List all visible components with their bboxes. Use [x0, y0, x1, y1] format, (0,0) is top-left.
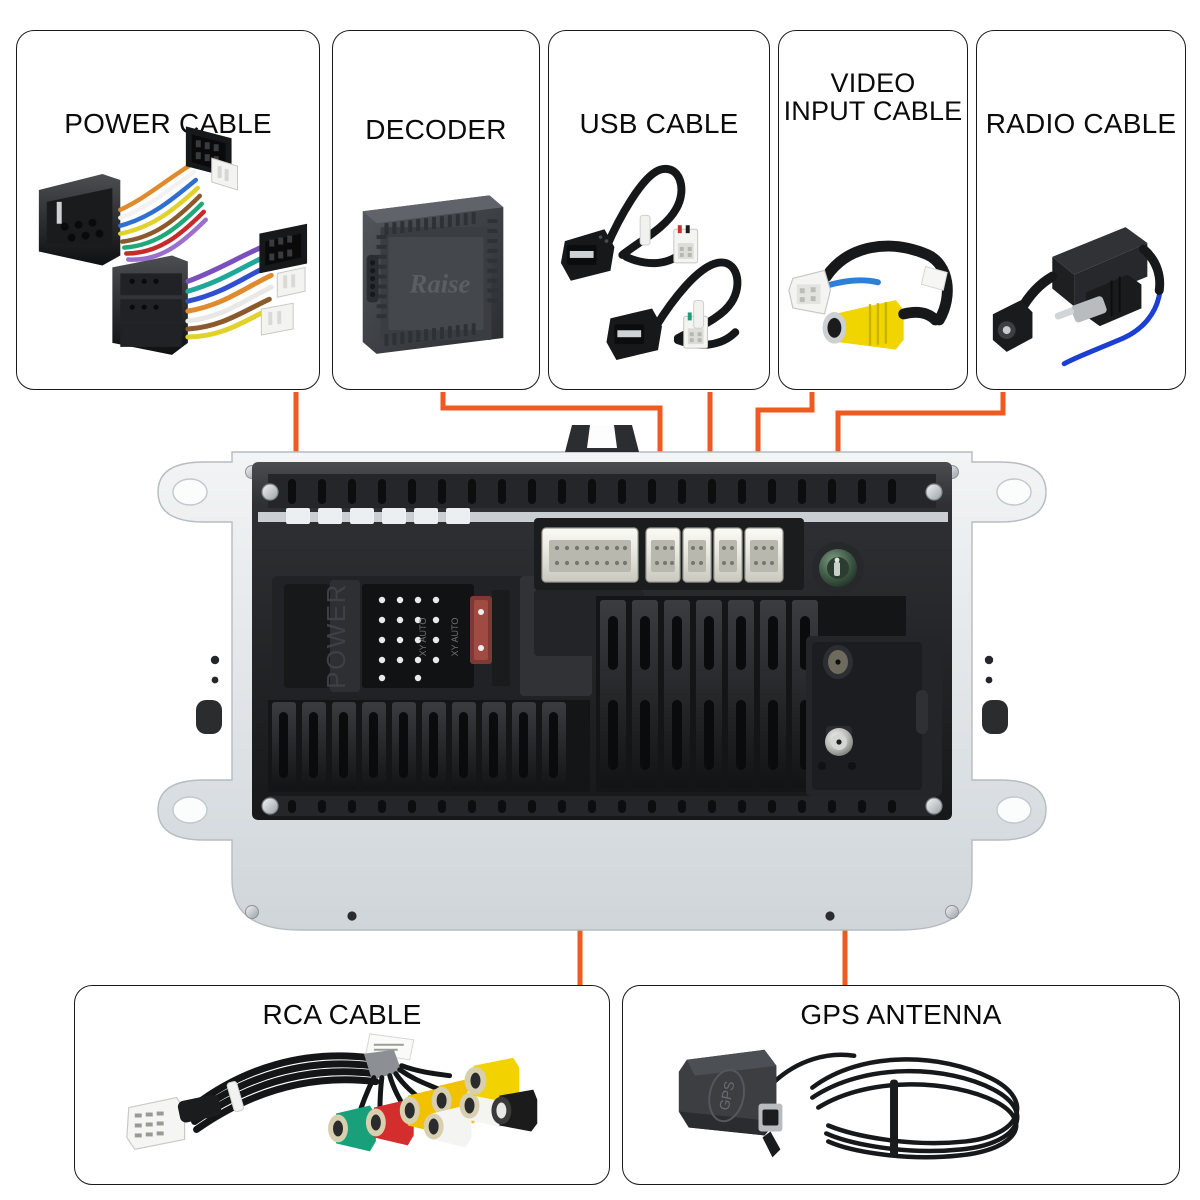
upper-silver-strip	[258, 508, 948, 524]
art-usb-cable	[560, 164, 742, 360]
panel-usb-cable[interactable]: USB CABLE	[548, 30, 770, 390]
lead-usb-b	[710, 517, 718, 543]
plug-white-upper	[211, 157, 239, 191]
usb-plug-lower	[606, 308, 662, 360]
bottom-vent-row	[261, 796, 943, 816]
panel-radio-cable[interactable]: RADIO CABLE	[976, 30, 1186, 390]
rca-connector-black	[491, 1089, 538, 1132]
lead-radio-cable	[835, 392, 1006, 555]
decoder-box: Raise	[362, 195, 504, 354]
gps-puck: GPS	[678, 1049, 777, 1136]
video-yellow-rca	[822, 300, 941, 350]
panel-title-radio-cable: RADIO CABLE	[985, 108, 1177, 139]
plug-right	[259, 223, 308, 274]
panel-title-usb-cable: USB CABLE	[579, 108, 739, 139]
dot-radio-cable	[827, 544, 849, 566]
dot-decoder	[569, 566, 591, 588]
rca-connector-white-1	[423, 1105, 472, 1148]
panel-title-video-input-cable: VIDEO INPUT CABLE	[783, 68, 963, 127]
gps-connector	[758, 1103, 783, 1158]
heatsink-fins	[596, 596, 906, 792]
lead-usb-a	[683, 392, 713, 543]
heatsink-fins-left	[268, 700, 590, 792]
usb-plug-upper	[560, 229, 615, 281]
art-gps-antenna: GPS	[678, 1049, 1020, 1160]
plug-white-right	[276, 266, 306, 298]
svg-text:XY AUTO: XY AUTO	[418, 618, 428, 657]
iso-connector-lower	[112, 255, 188, 355]
art-rca-cable	[126, 1033, 538, 1152]
cable-tag	[920, 265, 948, 291]
cable-tie-upper	[639, 214, 651, 246]
chassis-screw-tl	[261, 483, 279, 501]
dot-usb-a	[649, 532, 671, 554]
antenna-module	[806, 636, 942, 796]
device-chassis	[252, 462, 952, 820]
rca-connector-yellow-3	[464, 1057, 520, 1104]
panel-power-cable[interactable]: POWER CABLE	[16, 30, 320, 390]
socket-usb-c	[713, 527, 743, 583]
art-decoder: Raise	[362, 195, 504, 354]
video-cable-lead	[821, 240, 953, 326]
vent-slits-top	[288, 479, 896, 504]
lead-video-input	[755, 392, 815, 543]
art-power-cable	[38, 126, 308, 355]
svg-text:XY AUTO: XY AUTO	[450, 618, 460, 657]
rca-cable-tie	[226, 1081, 245, 1113]
iso-connector-left	[38, 174, 121, 266]
socket-gps-antenna	[825, 726, 853, 756]
svg-text:POWER: POWER	[321, 583, 351, 689]
panel-title-gps-antenna: GPS ANTENNA	[800, 999, 1002, 1030]
gps-cable-tie	[890, 1079, 899, 1158]
socket-usb-b	[682, 527, 712, 583]
video-white-plug	[788, 269, 832, 315]
art-video-input-cable	[788, 240, 953, 350]
video-cable-blue-wire	[821, 277, 881, 290]
dot-video-input	[747, 532, 769, 554]
dot-usb-c	[704, 532, 726, 554]
dot-gps-antenna	[834, 751, 856, 773]
rca-splitter	[363, 1049, 402, 1080]
lead-power-cable	[293, 392, 404, 637]
panel-video-input-cable[interactable]: VIDEO INPUT CABLE	[778, 30, 968, 390]
connector-bank	[534, 518, 804, 656]
dot-power-cable	[393, 623, 415, 645]
socket-aux-coax	[823, 645, 853, 679]
cable-tie-lower	[693, 300, 705, 329]
top-notch-tab	[565, 425, 639, 452]
radio-fakra-plug	[992, 300, 1033, 352]
radio-din-plug	[1054, 274, 1142, 327]
panel-rca-cable[interactable]: RCA CABLE	[74, 985, 610, 1185]
panel-title-power-cable: POWER CABLE	[64, 108, 272, 139]
panel-decoder[interactable]: DECODER	[332, 30, 540, 390]
lead-decoder	[440, 392, 663, 543]
usb-white-plug-upper	[673, 225, 699, 264]
panel-title-rca-cable: RCA CABLE	[262, 999, 422, 1030]
dot-usb-b	[675, 532, 697, 554]
chassis-screw-tr	[925, 483, 943, 501]
socket-radio-antenna	[812, 542, 864, 594]
panel-gps-antenna[interactable]: GPS ANTENNA GPS	[622, 985, 1180, 1185]
socket-video-input	[744, 527, 784, 583]
rca-white-plug	[126, 1096, 186, 1151]
decoder-brand-text: Raise	[409, 268, 471, 298]
mounting-bracket	[157, 451, 1047, 931]
plug-white-right2	[260, 302, 294, 336]
art-radio-cable	[992, 227, 1165, 367]
rca-connector-green	[328, 1105, 376, 1152]
top-vent-row	[268, 474, 936, 508]
socket-usb-a	[645, 527, 681, 583]
socket-decoder	[541, 527, 639, 583]
power-connector-bay: POWER XY AUTO XY AUTO	[272, 576, 592, 696]
gps-puck-text: GPS	[716, 1080, 738, 1112]
panel-title-decoder: DECODER	[365, 114, 507, 145]
